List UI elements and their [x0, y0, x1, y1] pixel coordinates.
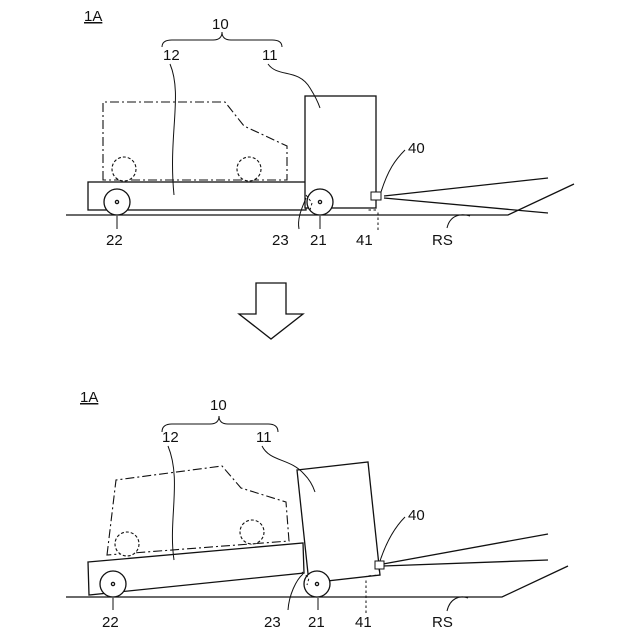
- top-car-wheel-front: [237, 157, 261, 181]
- top-figure-id: 1A: [84, 8, 102, 25]
- bottom-label-hinge: 23: [264, 614, 281, 631]
- top-label-rear-wheel: 22: [106, 232, 123, 249]
- bottom-hinge-leader: [288, 574, 303, 610]
- bottom-car-wheel-rear: [115, 532, 139, 556]
- bottom-view: 1A 10: [66, 389, 568, 631]
- top-label-vehicle: 10: [212, 16, 229, 33]
- bottom-bed-leader: [168, 446, 174, 560]
- bottom-figure-id: 1A: [80, 389, 98, 406]
- top-sensor-beam-upper: [384, 178, 548, 196]
- bottom-sensor-beam-upper: [383, 534, 548, 564]
- top-label-front-wheel: 21: [310, 232, 327, 249]
- top-label-road-surface: RS: [432, 232, 453, 249]
- top-label-sensor-mount: 41: [356, 232, 373, 249]
- bottom-label-rear-wheel: 22: [102, 614, 119, 631]
- bottom-label-bed: 12: [162, 429, 179, 446]
- top-rear-wheel: [104, 189, 130, 215]
- bottom-car-wheel-front: [240, 520, 264, 544]
- bottom-sensor: [375, 561, 384, 569]
- top-sensor-beam-lower: [384, 198, 548, 213]
- top-label-bed: 12: [163, 47, 180, 64]
- bottom-front-wheel: [304, 571, 330, 597]
- bottom-label-sensor-mount: 41: [355, 614, 372, 631]
- top-front-wheel: [307, 189, 333, 215]
- bottom-road-leader: [447, 597, 468, 611]
- top-label-cab: 11: [262, 47, 278, 64]
- bottom-rear-wheel: [100, 571, 126, 597]
- top-road-leader: [447, 215, 470, 228]
- bottom-label-cab: 11: [256, 429, 272, 446]
- bottom-label-vehicle: 10: [210, 397, 227, 414]
- top-sensor-leader: [381, 150, 405, 192]
- bottom-sensor-leader: [380, 517, 405, 561]
- top-label-hinge: 23: [272, 232, 289, 249]
- top-bed-leader: [170, 64, 175, 195]
- top-sensor: [371, 192, 381, 200]
- top-view: 1A 10: [66, 8, 574, 249]
- top-label-sensor: 40: [408, 140, 425, 157]
- bottom-label-sensor: 40: [408, 507, 425, 524]
- top-vehicle-brace: [162, 32, 282, 47]
- bottom-sensor-beam-lower: [383, 560, 548, 566]
- bottom-label-road-surface: RS: [432, 614, 453, 631]
- bottom-label-front-wheel: 21: [308, 614, 325, 631]
- down-arrow-icon: [239, 283, 303, 339]
- top-car-wheel-rear: [112, 157, 136, 181]
